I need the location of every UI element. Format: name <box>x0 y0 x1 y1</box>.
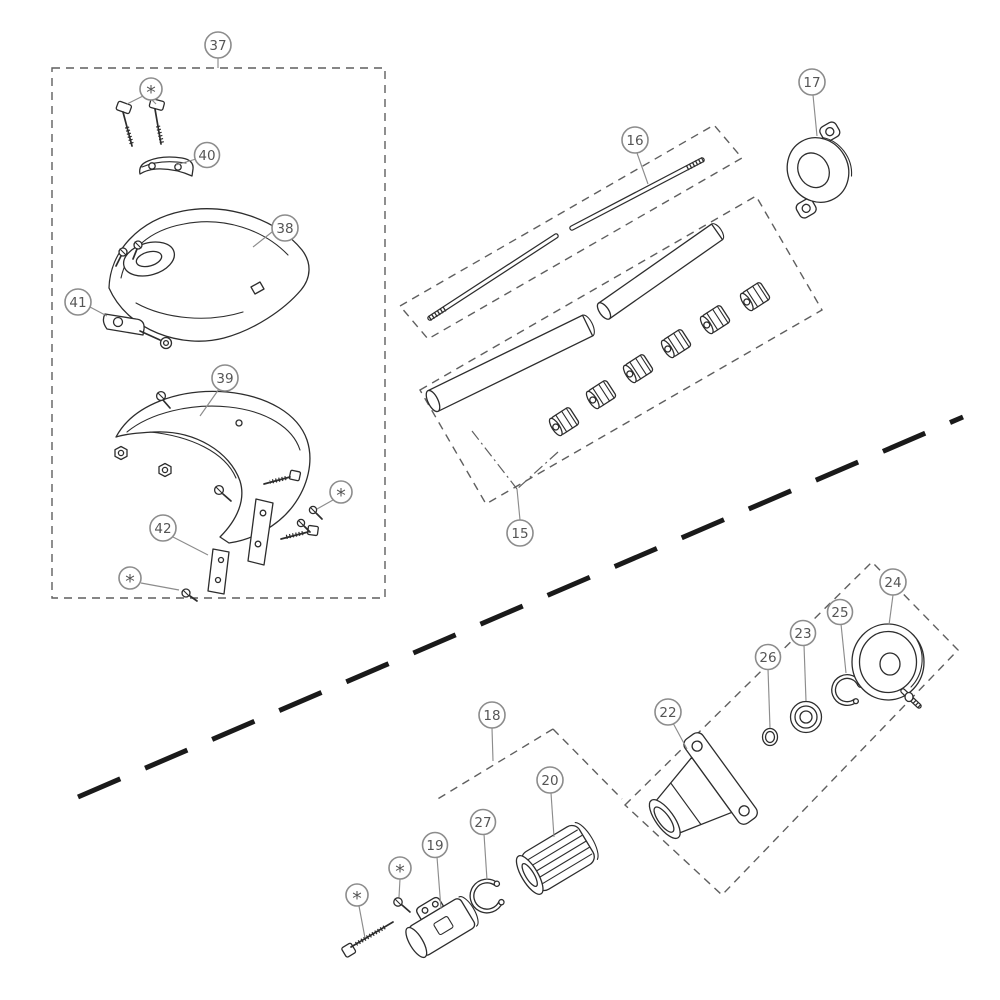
part-bushing <box>546 405 581 439</box>
part-tube-segment <box>596 223 725 320</box>
callout-15: 15 <box>506 519 534 547</box>
part-bolt <box>280 524 319 540</box>
part-hole <box>235 419 243 427</box>
part-23-bearing <box>789 700 823 734</box>
callout-star-clamp-bolt: * <box>345 883 369 910</box>
callout-24: 24 <box>879 568 907 596</box>
part-bushing <box>620 352 655 386</box>
svg-text:24: 24 <box>884 575 901 591</box>
part-bolt <box>341 921 394 958</box>
boundary-shaft-16 <box>398 124 744 340</box>
callout-38: 38 <box>271 214 299 242</box>
callout-star-clamp-screw: * <box>388 856 412 883</box>
callout-leaders <box>89 58 894 939</box>
part-screw <box>213 484 232 502</box>
part-bolt <box>115 100 135 147</box>
part-26-washer <box>761 727 779 747</box>
callout-39: 39 <box>211 364 239 392</box>
boundary-coupler-18b <box>552 728 623 800</box>
svg-text:15: 15 <box>511 526 528 542</box>
svg-text:26: 26 <box>759 650 776 666</box>
bracket-15-left <box>471 430 518 490</box>
callout-18: 18 <box>478 701 506 729</box>
part-19-clamp-hub <box>405 896 479 959</box>
part-20-coupler <box>515 822 599 895</box>
callout-37: 37 <box>204 31 232 59</box>
callout-17: 17 <box>798 68 826 96</box>
part-outer-tube <box>425 314 595 413</box>
part-screw <box>308 505 323 520</box>
part-bushing <box>697 303 732 337</box>
callout-25: 25 <box>826 598 854 626</box>
svg-text:22: 22 <box>659 705 676 721</box>
callout-22: 22 <box>654 698 682 726</box>
part-bolt <box>148 98 165 145</box>
svg-text:*: * <box>125 571 135 593</box>
callout-16: 16 <box>621 126 649 154</box>
part-nut <box>158 462 172 478</box>
callout-star-guard-screws: * <box>329 480 353 507</box>
boundary-pipe-15 <box>419 195 823 505</box>
svg-text:16: 16 <box>626 133 643 149</box>
part-17-collar <box>786 121 853 219</box>
part-bolt <box>263 469 302 485</box>
svg-text:40: 40 <box>198 148 215 164</box>
part-16-driveshaft <box>427 157 705 321</box>
callout-26: 26 <box>754 643 782 671</box>
svg-text:23: 23 <box>794 626 811 642</box>
bracket-15-right <box>516 451 559 490</box>
callout-42: 42 <box>149 514 177 542</box>
callout-star-handle-bolts: * <box>139 77 163 104</box>
svg-text:17: 17 <box>803 75 820 91</box>
part-40-clamp <box>139 156 194 177</box>
callout-41: 41 <box>64 288 92 316</box>
svg-text:*: * <box>336 485 346 507</box>
part-27-snap-ring <box>469 878 505 914</box>
part-42-plate <box>207 548 230 595</box>
part-41-bracket <box>102 313 173 350</box>
svg-text:*: * <box>395 861 405 883</box>
part-knife <box>247 498 274 566</box>
callout-23: 23 <box>789 619 817 647</box>
svg-text:*: * <box>352 888 362 910</box>
svg-text:37: 37 <box>209 38 226 54</box>
svg-text:42: 42 <box>154 521 171 537</box>
part-22-gearhead <box>648 732 758 840</box>
svg-text:19: 19 <box>426 838 443 854</box>
part-nut <box>114 445 128 461</box>
boundary-group-37 <box>51 67 386 599</box>
svg-text:25: 25 <box>831 605 848 621</box>
boundary-gearbox <box>623 561 959 896</box>
part-39-guard <box>115 390 311 544</box>
part-bushing <box>737 280 772 314</box>
svg-text:27: 27 <box>474 815 491 831</box>
callout-27: 27 <box>469 808 497 836</box>
part-screw <box>155 390 171 409</box>
part-screw <box>296 518 311 533</box>
callouts: 37 * 40 38 41 39 16 17 <box>64 31 907 910</box>
boundary-coupler-18a <box>435 728 554 801</box>
svg-text:18: 18 <box>483 708 500 724</box>
section-divider-line <box>77 414 964 800</box>
svg-text:*: * <box>146 82 156 104</box>
group-37-shield-assembly <box>102 98 323 602</box>
callout-20: 20 <box>536 766 564 794</box>
part-24-drum <box>851 623 925 709</box>
assembly-boundaries <box>51 67 959 896</box>
part-screw <box>393 897 411 913</box>
part-screw <box>181 588 198 602</box>
part-bushing <box>583 378 618 412</box>
svg-text:39: 39 <box>216 371 233 387</box>
callout-star-plate-screw: * <box>118 566 142 593</box>
callout-19: 19 <box>421 831 449 859</box>
svg-text:38: 38 <box>276 221 293 237</box>
svg-text:20: 20 <box>541 773 558 789</box>
callout-40: 40 <box>193 141 221 169</box>
svg-text:41: 41 <box>69 295 86 311</box>
part-bushing <box>658 327 693 361</box>
